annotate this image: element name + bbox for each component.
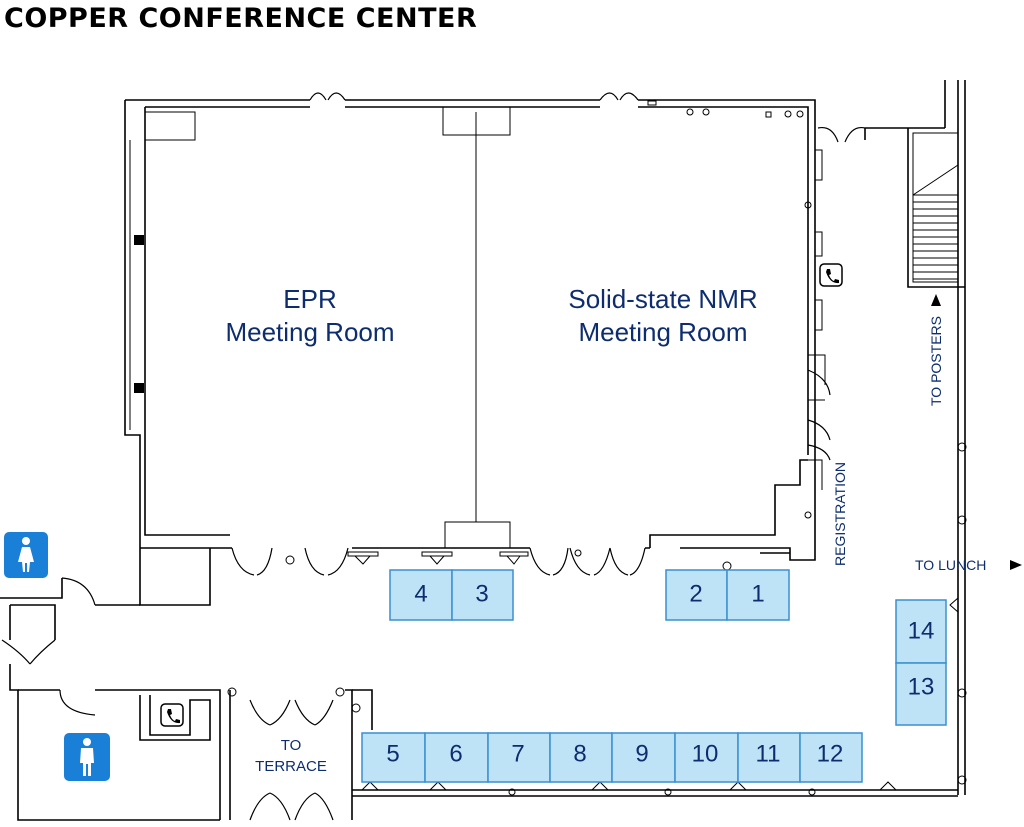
booth-1[interactable]: 1 bbox=[726, 569, 790, 621]
booth-11[interactable]: 11 bbox=[737, 732, 801, 783]
arrow-up-icon bbox=[931, 294, 941, 306]
booth-12[interactable]: 12 bbox=[799, 732, 863, 783]
booth-12-number: 12 bbox=[817, 741, 844, 768]
booth-8[interactable]: 8 bbox=[549, 732, 613, 783]
meeting-rooms-walls bbox=[124, 99, 826, 606]
booth-9[interactable]: 9 bbox=[611, 732, 676, 783]
to-lunch-label: TO LUNCH bbox=[915, 557, 986, 573]
booth-4[interactable]: 4 bbox=[389, 569, 453, 621]
to-posters-label: TO POSTERS bbox=[928, 316, 944, 406]
registration-label: REGISTRATION bbox=[832, 462, 848, 566]
phone-icon bbox=[160, 703, 184, 727]
booth-10[interactable]: 10 bbox=[674, 732, 739, 783]
doors bbox=[231, 92, 866, 576]
wall-fixtures bbox=[285, 549, 732, 571]
map-title: COPPER CONFERENCE CENTER bbox=[4, 3, 478, 34]
phone-icon bbox=[819, 263, 843, 287]
booth-13-number: 13 bbox=[908, 674, 935, 701]
booth-4-number: 4 bbox=[414, 581, 427, 608]
nmr-room-name: Solid-state NMR bbox=[568, 284, 757, 314]
staircase bbox=[864, 80, 967, 795]
booth-13[interactable]: 13 bbox=[895, 662, 947, 726]
booth-5[interactable]: 5 bbox=[361, 732, 426, 783]
booth-10-number: 10 bbox=[692, 741, 719, 768]
terrace-label: TERRACE bbox=[255, 758, 327, 775]
epr-room-name: EPR bbox=[283, 284, 336, 314]
booth-2[interactable]: 2 bbox=[665, 569, 728, 621]
booths: 4 3 2 1 14 13 5 6 7 8 9 10 11 12 bbox=[361, 569, 947, 783]
epr-room-subtitle: Meeting Room bbox=[225, 317, 394, 347]
arrow-right-icon bbox=[1010, 560, 1022, 570]
booth-9-number: 9 bbox=[635, 741, 648, 768]
men-restroom-icon bbox=[64, 733, 110, 781]
booth-7-number: 7 bbox=[511, 741, 524, 768]
booth-6-number: 6 bbox=[449, 741, 462, 768]
booth-3[interactable]: 3 bbox=[451, 569, 514, 621]
booth-14-number: 14 bbox=[908, 618, 935, 645]
booth-2-number: 2 bbox=[689, 581, 702, 608]
booth-14[interactable]: 14 bbox=[895, 599, 947, 664]
booth-3-number: 3 bbox=[475, 581, 488, 608]
booth-8-number: 8 bbox=[573, 741, 586, 768]
booth-6[interactable]: 6 bbox=[424, 732, 489, 783]
women-restroom-icon bbox=[4, 532, 48, 578]
to-terrace-label: TO bbox=[281, 737, 302, 754]
booth-5-number: 5 bbox=[386, 741, 399, 768]
booth-11-number: 11 bbox=[756, 741, 781, 768]
booth-7[interactable]: 7 bbox=[487, 732, 551, 783]
booth-1-number: 1 bbox=[751, 581, 764, 608]
nmr-room-subtitle: Meeting Room bbox=[578, 317, 747, 347]
